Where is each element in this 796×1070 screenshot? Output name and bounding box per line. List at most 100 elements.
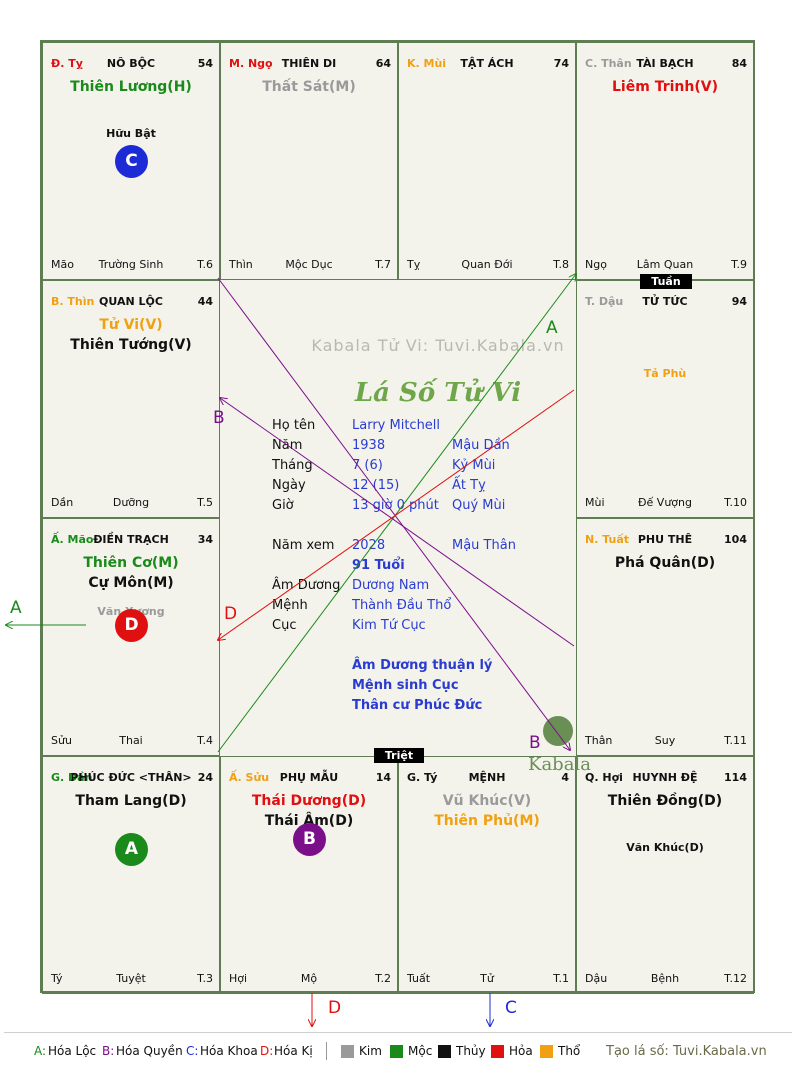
chart-note: Thân cư Phúc Đức bbox=[352, 698, 483, 713]
bottom-branch: Tỵ bbox=[407, 258, 421, 271]
chart-note: Mệnh sinh Cục bbox=[352, 678, 459, 693]
palace-branch: K. Mùi bbox=[407, 57, 447, 70]
bottom-branch: Dần bbox=[51, 496, 74, 509]
palace-name: QUAN LỘC bbox=[99, 295, 163, 308]
tuan-tag: Tuần bbox=[640, 274, 692, 289]
info-row: Tháng 7 (6) Kỷ Mùi bbox=[260, 458, 616, 476]
life-stage: Suy bbox=[654, 734, 676, 747]
major-star: Vũ Khúc(V) bbox=[442, 793, 532, 809]
element-label: Mộc bbox=[408, 1044, 433, 1058]
bottom-branch: Thân bbox=[585, 734, 613, 747]
legend-label: Hóa Kị bbox=[274, 1044, 313, 1058]
palace-order: T.11 bbox=[724, 734, 747, 747]
palace-branch: G. Tý bbox=[407, 771, 438, 784]
major-star: Cự Môn(M) bbox=[88, 575, 174, 591]
palace-name: NÔ BỘC bbox=[106, 57, 156, 70]
life-stage: Mộc Dục bbox=[285, 258, 333, 271]
element-swatch bbox=[341, 1045, 354, 1058]
life-stage: Đế Vượng bbox=[638, 496, 692, 509]
major-star: Thái Dương(D) bbox=[251, 793, 367, 809]
palace-order: T.12 bbox=[724, 972, 747, 985]
info-value: Kim Tứ Cục bbox=[352, 618, 426, 633]
arrow-label-c-out: C bbox=[505, 998, 517, 1018]
info-row: Giờ 13 giờ 0 phút Quý Mùi bbox=[260, 498, 616, 516]
palace-age: 4 bbox=[561, 771, 569, 784]
legend-key: D: bbox=[260, 1044, 274, 1058]
arrow-label-d-out: D bbox=[328, 998, 342, 1018]
info-value: 2028 bbox=[352, 538, 386, 553]
info-value: Thành Đầu Thổ bbox=[352, 598, 452, 613]
palace-name: TÀI BẠCH bbox=[636, 57, 694, 70]
info-label: Năm bbox=[272, 438, 303, 453]
palace-branch: B. Thìn bbox=[51, 295, 95, 308]
palace-age: 24 bbox=[197, 771, 213, 784]
palace-age: 54 bbox=[197, 57, 213, 70]
palace-branch: Ấ. Sửu bbox=[229, 771, 270, 784]
minor-star: Hữu Bật bbox=[106, 127, 156, 140]
info-value-canchi: Mậu Dần bbox=[452, 438, 510, 453]
major-star: Thiên Phủ(M) bbox=[434, 813, 540, 829]
major-star: Thiên Tướng(V) bbox=[70, 337, 192, 353]
palace-name: PHU THÊ bbox=[637, 533, 693, 546]
site-link[interactable]: Tạo lá số: Tuvi.Kabala.vn bbox=[606, 1044, 767, 1059]
info-row: Cục Kim Tứ Cục bbox=[260, 618, 616, 636]
bottom-branch: Tý bbox=[51, 972, 63, 985]
palace-name: TẬT ÁCH bbox=[460, 57, 514, 70]
arrow-label-d-inner: D bbox=[224, 604, 238, 624]
palace-age: 74 bbox=[553, 57, 569, 70]
palace-age: 44 bbox=[197, 295, 213, 308]
minor-star: Văn Khúc(D) bbox=[626, 841, 704, 854]
info-label: Tháng bbox=[272, 458, 313, 473]
chart-note: Âm Dương thuận lý bbox=[352, 658, 493, 673]
transformation-badge: D bbox=[115, 609, 148, 642]
kabala-logo-icon bbox=[543, 716, 573, 746]
palace-age: 64 bbox=[375, 57, 391, 70]
arrow-label-a-right: A bbox=[546, 318, 558, 338]
legend-key: B: bbox=[102, 1044, 115, 1058]
bottom-branch: Mùi bbox=[585, 496, 605, 509]
life-stage: Lâm Quan bbox=[636, 258, 694, 271]
bottom-branch: Thìn bbox=[229, 258, 253, 271]
palace-order: T.5 bbox=[197, 496, 213, 509]
center-panel: Kabala Tử Vi: Tuvi.Kabala.vn Lá Số Tử Vi… bbox=[260, 318, 616, 794]
life-stage: Quan Đới bbox=[461, 258, 513, 271]
info-label: Giờ bbox=[272, 498, 294, 513]
info-label: Cục bbox=[272, 618, 297, 633]
palace-name: MỆNH bbox=[468, 771, 506, 784]
info-value: 13 giờ 0 phút bbox=[352, 498, 439, 513]
bottom-branch: Tuất bbox=[407, 972, 431, 985]
palace-branch: G. Dần bbox=[51, 771, 93, 784]
palace-branch: C. Thân bbox=[585, 57, 632, 70]
palace-order: T.6 bbox=[197, 258, 213, 271]
palace-age: 14 bbox=[375, 771, 391, 784]
info-label: Họ tên bbox=[272, 418, 316, 433]
life-stage: Tuyệt bbox=[116, 972, 146, 985]
watermark-text: Kabala Tử Vi: Tuvi.Kabala.vn bbox=[311, 336, 565, 355]
life-stage: Dưỡng bbox=[112, 496, 150, 509]
legend-divider bbox=[4, 1032, 792, 1033]
legend-label: Hóa Lộc bbox=[48, 1044, 97, 1058]
info-value: Dương Nam bbox=[352, 578, 430, 593]
info-value-canchi: Kỷ Mùi bbox=[452, 458, 496, 473]
palace-branch: N. Tuất bbox=[585, 533, 630, 546]
info-value: 91 Tuổi bbox=[352, 558, 405, 573]
major-star: Liêm Trinh(V) bbox=[612, 79, 718, 95]
info-value-canchi: Quý Mùi bbox=[452, 498, 506, 513]
major-star: Thiên Cơ(M) bbox=[83, 555, 179, 571]
major-star: Tham Lang(D) bbox=[75, 793, 187, 809]
major-star: Thiên Lương(H) bbox=[70, 79, 192, 95]
palace-branch: Ấ. Mão bbox=[51, 533, 94, 546]
info-value: 12 (15) bbox=[352, 478, 400, 493]
info-value: 7 (6) bbox=[352, 458, 383, 473]
palace-age: 104 bbox=[724, 533, 747, 546]
